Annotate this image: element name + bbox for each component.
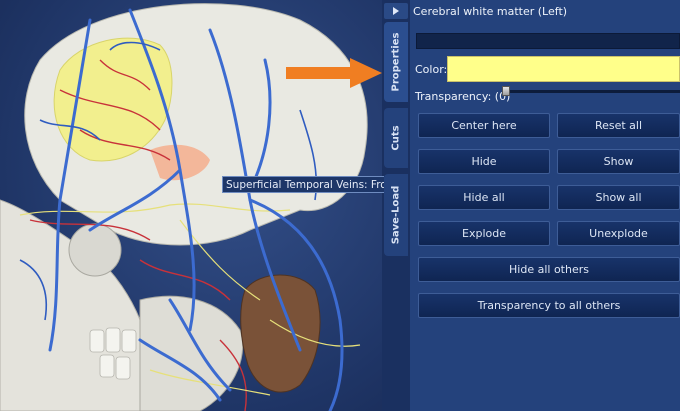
show-button[interactable]: Show [557, 149, 680, 174]
parotid-gland [240, 274, 321, 393]
cerebral-white-matter [53, 37, 173, 162]
color-label: Color: [415, 63, 448, 76]
properties-panel: Cerebral white matter (Left) Color: Tran… [410, 0, 680, 411]
panel-tab-strip: Properties Cuts Save-Load [382, 0, 410, 411]
annotation-arrow-icon [286, 58, 382, 88]
transparency-slider-handle[interactable] [502, 86, 510, 96]
tab-save-load-label: Save-Load [390, 185, 402, 245]
tab-cuts[interactable]: Cuts [384, 108, 408, 168]
eye-orbit [68, 223, 122, 277]
transparency-slider-track[interactable] [506, 90, 680, 93]
unexplode-button[interactable]: Unexplode [557, 221, 680, 246]
selected-structure-title: Cerebral white matter (Left) [413, 5, 568, 18]
transparency-label: Transparency: (0) [415, 90, 511, 103]
hide-all-button[interactable]: Hide all [418, 185, 550, 210]
hover-tooltip: Superficial Temporal Veins: Frontal Bran… [222, 176, 384, 193]
show-all-button[interactable]: Show all [557, 185, 680, 210]
structure-name-field[interactable] [416, 33, 680, 49]
collapse-panel-button[interactable] [384, 3, 408, 19]
tab-save-load[interactable]: Save-Load [384, 174, 408, 256]
arrow-shape [286, 58, 382, 88]
center-here-button[interactable]: Center here [418, 113, 550, 138]
teeth [89, 327, 137, 380]
arteries [29, 59, 247, 411]
hide-button[interactable]: Hide [418, 149, 550, 174]
transparency-to-all-others-button[interactable]: Transparency to all others [418, 293, 680, 318]
triangle-right-icon [393, 7, 399, 15]
hide-all-others-button[interactable]: Hide all others [418, 257, 680, 282]
color-picker-swatch[interactable] [447, 56, 680, 82]
tab-properties[interactable]: Properties [384, 22, 408, 102]
mandible [139, 295, 244, 411]
explode-button[interactable]: Explode [418, 221, 550, 246]
tab-properties-label: Properties [390, 32, 402, 92]
reset-all-button[interactable]: Reset all [557, 113, 680, 138]
tab-cuts-label: Cuts [390, 125, 402, 151]
